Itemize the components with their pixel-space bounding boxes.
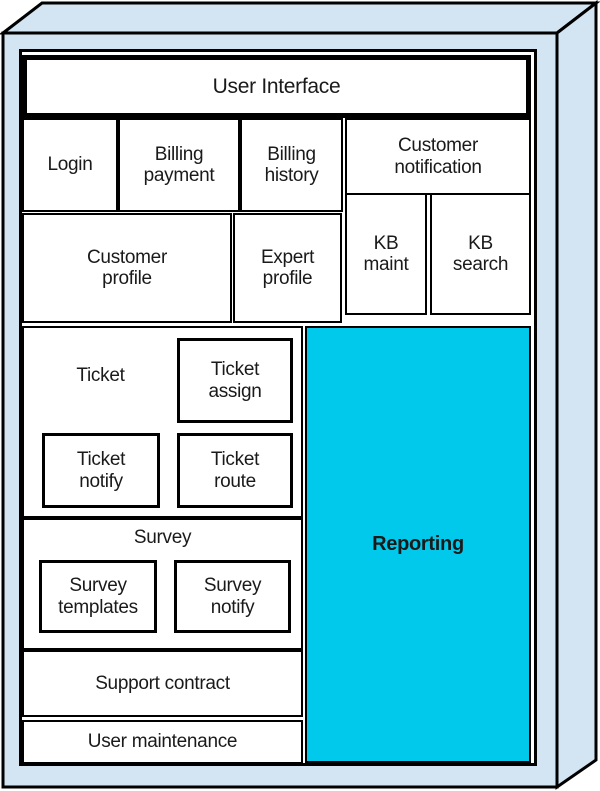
module-survey-templates: Survey templates <box>39 560 157 633</box>
module-user-maintenance: User maintenance <box>22 720 303 764</box>
survey-group: Survey Survey templates Survey notify <box>22 518 303 650</box>
module-login: Login <box>22 118 118 212</box>
module-expert-profile: Expert profile <box>233 213 342 323</box>
ticket-group-label: Ticket <box>76 364 125 386</box>
module-ticket-notify: Ticket notify <box>42 433 160 508</box>
module-customer-profile: Customer profile <box>22 213 232 323</box>
module-customer-notification-label: Customer notification <box>394 135 482 178</box>
module-customer-profile-label: Customer profile <box>87 246 167 289</box>
module-kb-search-label: KB search <box>452 232 509 275</box>
module-expert-profile-label: Expert profile <box>260 246 315 289</box>
module-billing-history: Billing history <box>240 118 343 212</box>
module-customer-notification: Customer notification <box>345 118 531 195</box>
module-reporting-label: Reporting <box>372 533 464 556</box>
module-ticket-route: Ticket route <box>177 433 293 508</box>
ticket-group: Ticket Ticket assign Ticket notify Ticke… <box>22 326 303 518</box>
module-kb-maint: KB maint <box>345 193 427 315</box>
module-login-label: Login <box>47 154 93 176</box>
module-reporting: Reporting <box>305 326 531 763</box>
module-ticket-assign-label: Ticket assign <box>208 359 262 402</box>
container-top-face <box>0 1 600 35</box>
module-kb-search: KB search <box>430 193 531 315</box>
module-ticket-route-label: Ticket route <box>210 449 260 492</box>
module-billing-payment-label: Billing payment <box>143 143 215 186</box>
module-survey-notify-label: Survey notify <box>203 575 262 618</box>
module-user-interface: User Interface <box>22 55 531 118</box>
module-user-maintenance-label: User maintenance <box>87 731 238 753</box>
module-billing-history-label: Billing history <box>264 143 319 186</box>
container-right-face <box>555 0 598 790</box>
module-survey-templates-label: Survey templates <box>58 575 138 618</box>
module-ticket-notify-label: Ticket notify <box>76 449 126 492</box>
module-support-contract-label: Support contract <box>95 672 230 694</box>
survey-group-label: Survey <box>133 527 192 549</box>
module-survey-notify: Survey notify <box>174 560 291 633</box>
module-ticket-assign: Ticket assign <box>177 338 293 423</box>
module-billing-payment: Billing payment <box>118 118 240 212</box>
module-support-contract: Support contract <box>22 650 303 717</box>
module-kb-maint-label: KB maint <box>363 232 409 275</box>
module-user-interface-label: User Interface <box>212 74 341 98</box>
